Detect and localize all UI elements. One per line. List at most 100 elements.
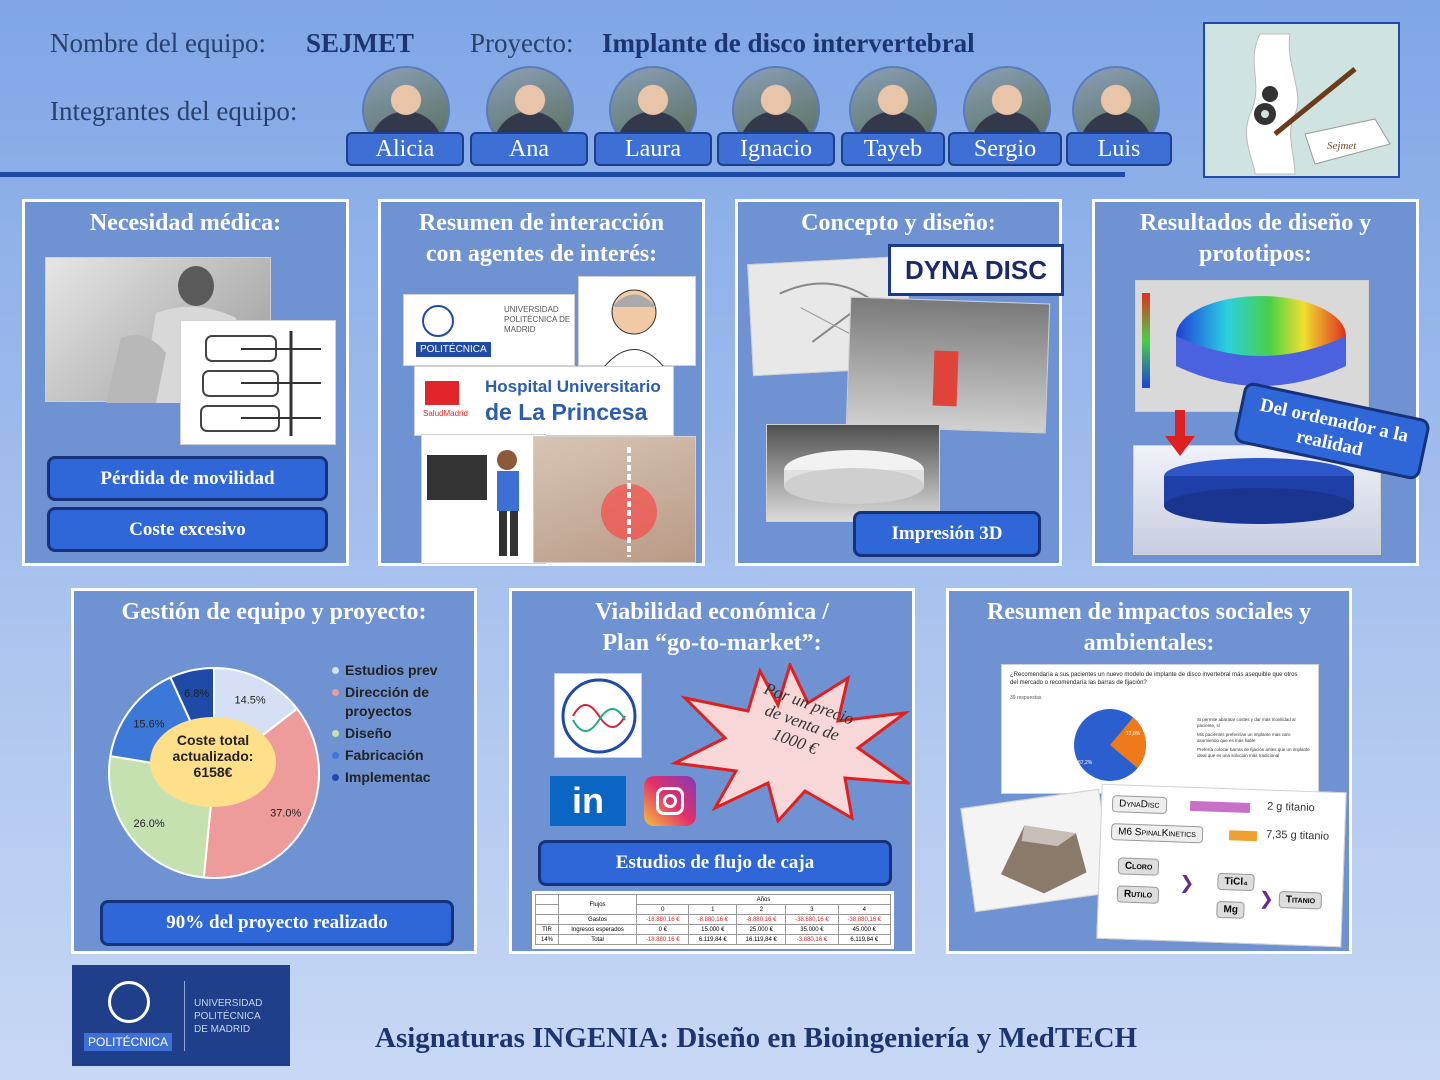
instagram-icon[interactable] xyxy=(644,776,696,826)
teacher-cartoon xyxy=(421,434,546,564)
pie-slice xyxy=(202,707,320,879)
flow-mg: Mg xyxy=(1216,900,1246,919)
cash-cell: 14% xyxy=(534,934,560,945)
survey-legend-item: Prefería colocar barras de fijación ante… xyxy=(1197,747,1310,758)
center-line2: actualizado: xyxy=(172,748,254,764)
center-line3: 6158€ xyxy=(193,764,233,780)
panel-title-line1: Resumen de interacción xyxy=(418,210,665,236)
upm-seal-icon xyxy=(108,981,150,1023)
linkedin-icon[interactable]: in xyxy=(550,776,626,826)
hospital-line1: Hospital Universitario xyxy=(485,377,661,396)
survey-pct-big: 87,2% xyxy=(1078,760,1093,766)
viability-pill: Estudios de flujo de caja xyxy=(538,840,892,886)
pie-legend-item: Implementac xyxy=(332,768,472,787)
doctor-figure xyxy=(602,289,666,368)
footer-subject: Asignaturas INGENIA: Diseño en Bioingeni… xyxy=(375,1022,1138,1054)
table-row: Gastos -18.880,16 € -8.880,16 € -8.880,1… xyxy=(534,914,892,925)
center-line1: Coste total xyxy=(176,732,250,748)
ore-render xyxy=(1000,825,1087,894)
need-pill-mobility: Pérdida de movilidad xyxy=(47,456,328,501)
upm-seal-icon xyxy=(422,305,454,337)
cash-cell: 25.000 € xyxy=(736,924,787,935)
printed-disc xyxy=(1164,458,1354,524)
cash-year: 3 xyxy=(785,904,839,915)
panel-management: Gestión de equipo y proyecto: 14.5%37.0%… xyxy=(71,588,477,954)
fea-render xyxy=(1142,293,1346,388)
legend-label: Implementac xyxy=(345,769,431,785)
flow-arrow-purple xyxy=(1189,800,1251,813)
upm-line: DE MADRID xyxy=(194,1024,251,1035)
panel-title-line1: Resumen de impactos sociales y xyxy=(987,599,1311,625)
legend-label: Dirección de proyectos xyxy=(345,684,430,719)
cash-cell: 16.119,84 € xyxy=(736,934,787,945)
pie-legend-item: Fabricación xyxy=(332,746,472,765)
member-name: Ignacio xyxy=(717,132,835,166)
cash-year: 0 xyxy=(636,904,690,915)
printer-photo xyxy=(845,296,1051,434)
cash-year: 2 xyxy=(736,904,787,915)
flow-chevron-icon: ❯ xyxy=(1179,872,1195,894)
flow-arrow-orange xyxy=(1228,830,1258,842)
price-burst xyxy=(670,663,910,823)
cash-cell: 0 € xyxy=(636,924,690,935)
panel-concept: Concepto y diseño: DYNA DISC Impresión 3… xyxy=(735,199,1064,566)
survey-count: 39 respuestas xyxy=(1010,695,1042,701)
fea-simulation xyxy=(1135,280,1369,412)
spine-drawing xyxy=(200,331,321,436)
member-name: Luis xyxy=(1066,132,1172,166)
cash-cell: TIR xyxy=(534,924,560,935)
cash-year: 1 xyxy=(688,904,738,915)
teacher-figure xyxy=(427,450,519,556)
flow-dynadisc-val: 2 g titanio xyxy=(1266,800,1315,815)
back-pain-photo-2 xyxy=(533,436,696,563)
project-name: Implante de disco intervertebral xyxy=(602,28,975,58)
member-name: Ana xyxy=(470,132,588,166)
cash-header-anos: Años xyxy=(636,894,891,905)
legend-dot-icon xyxy=(332,774,339,781)
flow-ticl: TiCl₄ xyxy=(1217,872,1256,892)
panel-results: Resultados de diseño y prototipos: xyxy=(1092,199,1432,566)
upm-text: UNIVERSIDAD POLITÉCNICA DE MADRID xyxy=(504,305,571,334)
panel-title-line2: prototipos: xyxy=(1199,241,1312,267)
panel-title-line2: ambientales: xyxy=(1083,630,1215,656)
upm-footer-logo: POLITÉCNICA UNIVERSIDAD POLITÉCNICA DE M… xyxy=(72,965,290,1066)
survey-legend: Si permite abaratar costes y dar más mov… xyxy=(1197,717,1312,759)
panel-title: Necesidad médica: xyxy=(89,210,282,236)
team-name: SEJMET xyxy=(306,28,415,58)
legend-dot-icon xyxy=(332,730,339,737)
cash-cell: -38.880,16 € xyxy=(785,914,839,925)
hospital-line2: de La Princesa xyxy=(485,399,648,425)
survey-legend-item: Si permite abaratar costes y dar más mov… xyxy=(1197,717,1296,728)
table-row: TIR Ingresos esperados 0 € 15.000 € 25.0… xyxy=(534,924,892,935)
cash-cell: 15.000 € xyxy=(688,924,738,935)
upm-footer-badge: POLITÉCNICA xyxy=(84,1033,173,1051)
dynadisc-logo: DYNA DISC xyxy=(888,244,1064,296)
member-name: Tayeb xyxy=(841,132,945,166)
flow-m6: M6 SpinalKinetics xyxy=(1110,823,1204,844)
team-emblem-icon xyxy=(561,678,637,754)
panel-title-line2: Plan “go-to-market”: xyxy=(602,630,822,656)
upm-logo: UNIVERSIDAD POLITÉCNICA DE MADRID POLITÉ… xyxy=(403,294,575,366)
pie-slice-label: 37.0% xyxy=(270,808,301,820)
cash-cell: -8.880,16 € xyxy=(736,914,787,925)
cash-cell: -18.880,16 € xyxy=(636,914,690,925)
disc-render xyxy=(784,450,924,504)
flow-chevron-icon: ❯ xyxy=(1258,888,1275,909)
team-label: Nombre del equipo: xyxy=(50,28,266,58)
spine-glow xyxy=(601,447,657,557)
disc-prototype-photo xyxy=(766,424,940,522)
legend-label: Diseño xyxy=(345,725,392,741)
cash-cell: Gastos xyxy=(558,914,638,925)
legend-dot-icon xyxy=(332,667,339,674)
pie-center-label: Coste total actualizado: 6158€ xyxy=(150,717,276,807)
panel-title-line2: con agentes de interés: xyxy=(425,241,658,267)
team-logo-art: Sejmet xyxy=(1246,33,1391,175)
cash-cell: -8.880,16 € xyxy=(688,914,738,925)
members-label: Integrantes del equipo: xyxy=(50,96,298,126)
panel-stakeholders: Resumen de interacción con agentes de in… xyxy=(378,199,705,566)
member-name: Sergio xyxy=(948,132,1062,166)
pie-slice-label: 26.0% xyxy=(133,818,164,830)
pie-legend-item: Diseño xyxy=(332,724,472,743)
panel-title-line1: Resultados de diseño y xyxy=(1139,210,1372,236)
